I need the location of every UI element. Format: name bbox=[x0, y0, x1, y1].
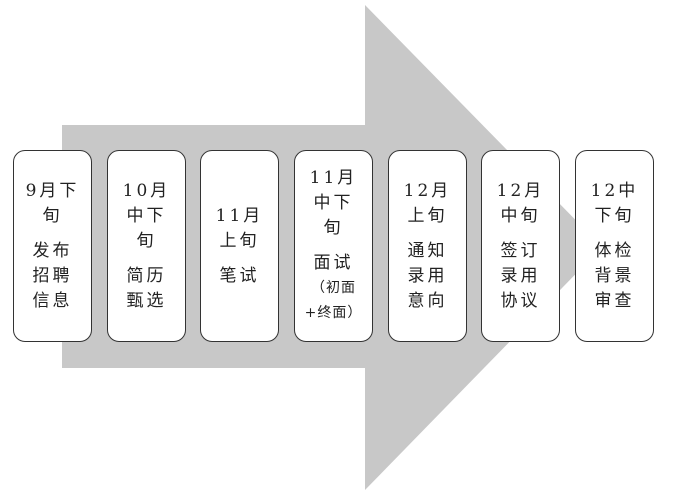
step-box-2: 10月中下旬简历甄选 bbox=[107, 150, 186, 342]
step-time: 12月上旬 bbox=[404, 179, 452, 229]
step-task: 笔试 bbox=[220, 264, 260, 289]
step-task-line: 体检 bbox=[594, 240, 635, 261]
step-task-line: +终面） bbox=[304, 305, 363, 321]
step-task-line: 招聘 bbox=[32, 265, 73, 286]
step-task: 签订录用协议 bbox=[501, 239, 541, 314]
step-task: 发布招聘信息 bbox=[33, 239, 73, 314]
step-time: 9月下旬 bbox=[26, 179, 80, 229]
step-time: 11月上旬 bbox=[216, 204, 264, 254]
step-task-line: 信息 bbox=[32, 290, 73, 311]
step-task-line: （初面 bbox=[310, 280, 356, 296]
step-box-5: 12月上旬通知录用意向 bbox=[388, 150, 467, 342]
step-time-line: 11月 bbox=[309, 168, 358, 188]
step-box-1: 9月下旬发布招聘信息 bbox=[13, 150, 92, 342]
step-task: 面试 （初面 +终面） bbox=[305, 251, 363, 326]
step-task: 通知录用意向 bbox=[408, 239, 448, 314]
step-task-line: 面试 bbox=[313, 253, 354, 273]
step-task-line: 背景 bbox=[594, 265, 635, 286]
step-box-3: 11月上旬笔试 bbox=[200, 150, 279, 342]
step-time-line: 旬 bbox=[42, 205, 63, 226]
step-task-line: 审查 bbox=[594, 290, 635, 311]
step-time: 11月中下旬 bbox=[310, 166, 358, 241]
step-task-line: 甄选 bbox=[126, 290, 167, 311]
step-time: 10月中下旬 bbox=[123, 179, 171, 254]
step-time-line: 10月 bbox=[122, 180, 171, 201]
step-time-line: 12月 bbox=[496, 180, 545, 201]
step-task-line: 笔试 bbox=[219, 265, 260, 286]
step-box-4: 11月中下旬面试 （初面 +终面） bbox=[294, 150, 373, 342]
step-time-line: 下旬 bbox=[594, 205, 635, 226]
step-time-line: 12月 bbox=[403, 180, 452, 201]
step-time: 12月中旬 bbox=[497, 179, 545, 229]
step-time-line: 旬 bbox=[136, 230, 157, 251]
step-task-line: 协议 bbox=[500, 290, 541, 311]
step-time-line: 旬 bbox=[323, 218, 344, 238]
step-time-line: 中下 bbox=[313, 193, 354, 213]
step-task-line: 录用 bbox=[407, 265, 448, 286]
step-task-line: 录用 bbox=[500, 265, 541, 286]
step-time-line: 12中 bbox=[590, 180, 639, 201]
step-task-line: 通知 bbox=[407, 240, 448, 261]
step-time-line: 中下 bbox=[126, 205, 167, 226]
step-time-line: 上旬 bbox=[407, 205, 448, 226]
step-task-line: 发布 bbox=[32, 240, 73, 261]
step-task: 体检背景审查 bbox=[595, 239, 635, 314]
step-task-line: 简历 bbox=[126, 265, 167, 286]
step-time-line: 11月 bbox=[215, 205, 264, 226]
step-time: 12中下旬 bbox=[591, 179, 639, 229]
step-time-line: 上旬 bbox=[219, 230, 260, 251]
step-time-line: 中旬 bbox=[500, 205, 541, 226]
step-box-6: 12月中旬签订录用协议 bbox=[481, 150, 560, 342]
step-task-line: 签订 bbox=[500, 240, 541, 261]
step-box-7: 12中下旬体检背景审查 bbox=[575, 150, 654, 342]
step-task-line: 意向 bbox=[407, 290, 448, 311]
step-time-line: 9月下 bbox=[25, 180, 80, 201]
step-task: 简历甄选 bbox=[127, 264, 167, 314]
